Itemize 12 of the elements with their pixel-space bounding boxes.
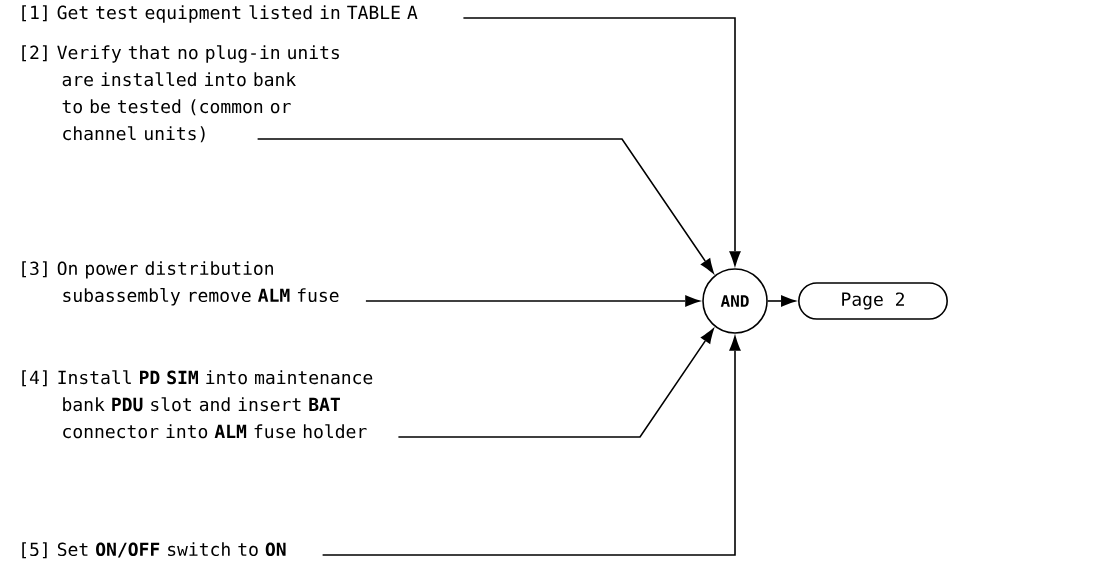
step-text: [1] Get test equipment listed in TABLE A — [22, 5, 418, 23]
arrow — [397, 326, 715, 438]
arrow — [462, 17, 741, 269]
arrow — [365, 295, 703, 307]
arrow — [256, 138, 715, 276]
arrow — [321, 333, 741, 556]
step-text: [5] Set ON/OFF switch to ON — [22, 542, 286, 559]
step-text: [2] Verify that no plug-in units are installed into bank to be tested (common or channel units) — [22, 45, 339, 143]
step-text: [3] On power distribution subassembly remove ALM fuse — [22, 261, 339, 306]
step-text: [4] Install PD SIM into maintenance bank PDU slot and insert BAT connector into ALM fuse holder — [22, 370, 373, 439]
arrow — [767, 295, 799, 307]
terminal-box: Page 2 — [798, 282, 948, 320]
